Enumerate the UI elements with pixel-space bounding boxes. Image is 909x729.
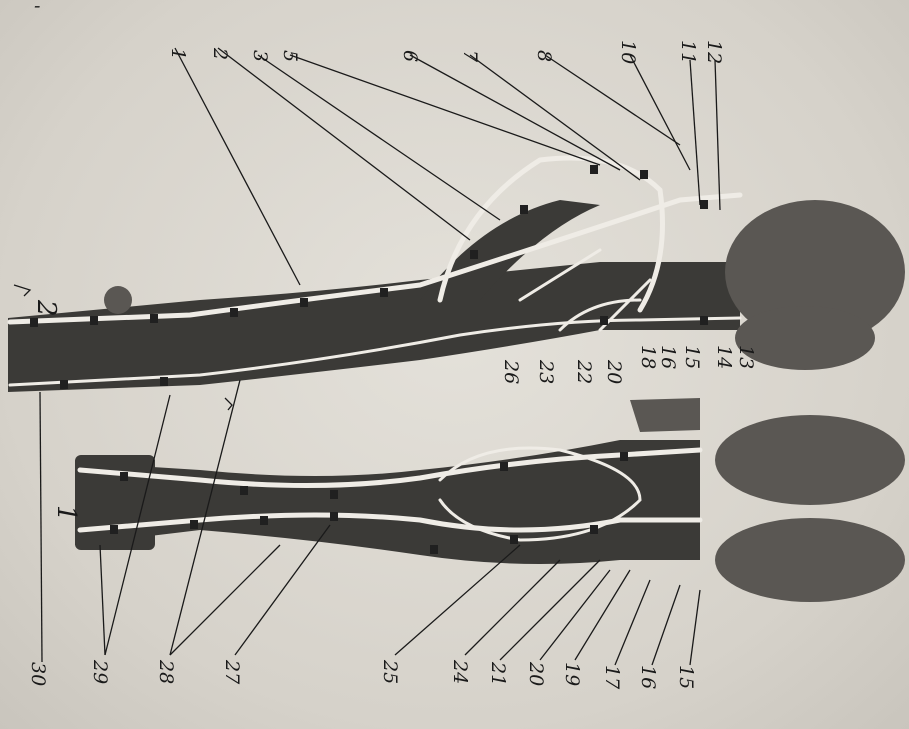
label-top-1: 1 [167, 48, 189, 60]
label-top-3: 3 [249, 50, 271, 62]
view-label-right: 2 [31, 299, 61, 317]
label-top-6: 6 [399, 50, 421, 62]
upper-nodule [104, 286, 132, 314]
lower-organ-a [715, 415, 905, 505]
label-top-11: 11 [677, 40, 699, 64]
label-inner-18: 18 [637, 345, 659, 369]
lower-organ-b [715, 518, 905, 602]
label-inner-13: 13 [735, 345, 757, 369]
bottom-labels: 30 29 28 27 25 24 21 20 19 17 16 15 [27, 659, 697, 690]
label-bottom-29: 29 [89, 659, 111, 684]
inner-labels: 26 23 22 20 18 16 15 14 13 [500, 345, 757, 384]
label-inner-14: 14 [713, 345, 735, 369]
arrow-mark-upper [14, 285, 30, 296]
label-top-7: 7 [459, 50, 481, 63]
label-bottom-28: 28 [155, 659, 177, 684]
label-bottom-25: 25 [379, 659, 401, 684]
label-top-8: 8 [533, 50, 555, 62]
label-inner-16: 16 [657, 345, 679, 369]
label-top-10: 10 [617, 40, 639, 64]
label-top-5: 5 [279, 50, 301, 62]
lower-organ-c [630, 398, 700, 432]
label-inner-15: 15 [681, 345, 703, 369]
arrow-mark-lower [225, 398, 232, 410]
label-bottom-21: 21 [487, 661, 509, 686]
label-bottom-20: 20 [525, 661, 547, 686]
label-top-12: 12 [703, 40, 725, 64]
label-bottom-15: 15 [675, 665, 697, 689]
label-inner-26: 26 [500, 359, 522, 384]
top-labels: 1 2 3 5 6 7 8 10 11 12 [167, 40, 725, 64]
lower-cord [75, 440, 700, 564]
label-bottom-27: 27 [221, 659, 243, 685]
label-inner-22: 22 [573, 359, 595, 384]
label-inner-23: 23 [535, 359, 557, 384]
upper-specimen [8, 158, 905, 392]
label-bottom-19: 19 [561, 662, 583, 686]
upper-cord [8, 262, 740, 392]
label-inner-20: 20 [603, 359, 625, 384]
top-left-mark: - [34, 0, 40, 17]
label-bottom-30: 30 [27, 662, 49, 686]
label-bottom-17: 17 [601, 665, 623, 690]
label-bottom-24: 24 [449, 659, 471, 684]
label-bottom-16: 16 [637, 665, 659, 689]
label-top-2: 2 [209, 47, 231, 60]
view-label-left: 1 [51, 505, 81, 522]
